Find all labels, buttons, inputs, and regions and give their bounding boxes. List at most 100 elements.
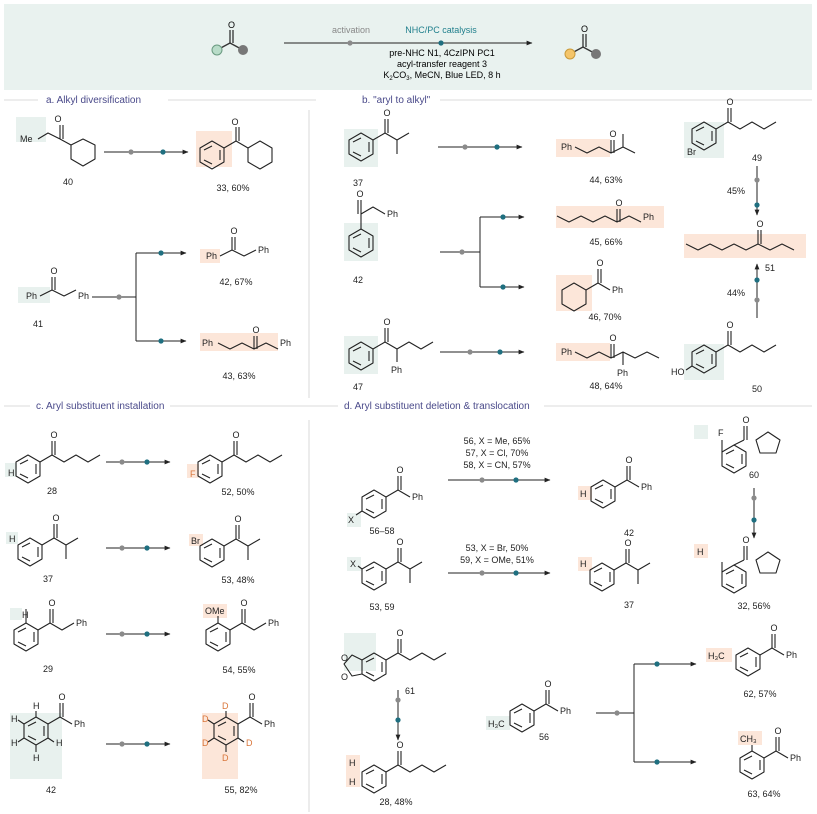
svg-text:X: X [348, 515, 354, 525]
svg-text:Ph: Ph [258, 245, 269, 255]
oxygen-label-product: O [581, 24, 588, 34]
svg-text:H₃C: H₃C [708, 651, 725, 661]
svg-text:Ph: Ph [387, 209, 398, 219]
svg-text:CH₃: CH₃ [740, 734, 757, 744]
svg-text:O: O [252, 325, 259, 335]
svg-text:Br: Br [191, 536, 200, 546]
svg-text:Me: Me [20, 134, 33, 144]
label-54: 54, 55% [222, 665, 255, 675]
label-29: 29 [43, 664, 53, 674]
section-a-title: a. Alkyl diversification [46, 95, 141, 106]
yield-44-percent: 44% [727, 288, 745, 298]
label-42a: 42, 67% [219, 277, 252, 287]
label-46: 46, 70% [588, 312, 621, 322]
yellow-group-dot [564, 48, 576, 60]
svg-text:O: O [356, 189, 363, 199]
svg-text:O: O [742, 535, 749, 545]
label-50: 50 [752, 384, 762, 394]
label-63: 63, 64% [747, 789, 780, 799]
section-c-title: c. Aryl substituent installation [36, 401, 164, 412]
svg-text:O: O [396, 537, 403, 547]
svg-text:Ph: Ph [268, 618, 279, 628]
label-37b: 37 [353, 178, 363, 188]
label-42d: 42 [624, 528, 634, 538]
svg-text:F: F [190, 469, 196, 479]
condition-line-1: pre-NHC N1, 4CzIPN PC1 [389, 48, 495, 58]
svg-text:D: D [222, 701, 229, 711]
label-37c: 37 [43, 574, 53, 584]
svg-text:O: O [615, 198, 622, 208]
svg-text:H₃C: H₃C [488, 719, 505, 729]
svg-text:O: O [396, 740, 403, 750]
label-51: 51 [765, 263, 775, 273]
svg-text:O: O [742, 415, 749, 425]
activation-label: activation [332, 25, 370, 35]
catalysis-label: NHC/PC catalysis [405, 25, 477, 35]
label-33: 33, 60% [216, 183, 249, 193]
label-32: 32, 56% [737, 601, 770, 611]
svg-text:Ph: Ph [202, 338, 213, 348]
svg-text:H: H [697, 547, 704, 557]
result-56: 56, X = Me, 65% [464, 436, 531, 446]
svg-text:O: O [341, 653, 348, 663]
svg-text:O: O [240, 598, 247, 608]
svg-text:D: D [222, 753, 229, 763]
svg-text:D: D [202, 738, 209, 748]
svg-text:H: H [9, 534, 16, 544]
label-41: 41 [33, 319, 43, 329]
label-28b: 28, 48% [379, 797, 412, 807]
svg-text:Ph: Ph [26, 291, 37, 301]
svg-text:O: O [383, 317, 390, 327]
condition-line-2: acyl-transfer reagent 3 [397, 59, 487, 69]
label-62: 62, 57% [743, 689, 776, 699]
label-56: 56 [539, 732, 549, 742]
svg-text:H: H [349, 758, 356, 768]
header-panel: O activation NHC/PC catalysis pre-NHC N1… [4, 4, 812, 90]
svg-text:O: O [396, 628, 403, 638]
svg-text:Ph: Ph [76, 618, 87, 628]
svg-text:Ph: Ph [280, 338, 291, 348]
svg-text:Ph: Ph [560, 706, 571, 716]
section-d-title: d. Aryl substituent deletion & transloca… [344, 401, 530, 412]
label-42b: 42 [353, 275, 363, 285]
condition-line-3: K2CO3, MeCN, Blue LED, 8 h [383, 70, 500, 82]
svg-text:O: O [609, 333, 616, 343]
label-45: 45, 66% [589, 237, 622, 247]
svg-text:Ph: Ph [612, 285, 623, 295]
svg-text:Ph: Ph [561, 142, 572, 152]
label-53-59: 53, 59 [369, 602, 394, 612]
svg-text:Ph: Ph [641, 482, 652, 492]
label-49: 49 [752, 153, 762, 163]
svg-text:Ph: Ph [78, 291, 89, 301]
svg-text:Ph: Ph [412, 492, 423, 502]
structure-bonds [13, 108, 795, 794]
svg-text:O: O [248, 692, 255, 702]
svg-text:O: O [54, 114, 61, 124]
label-44: 44, 63% [589, 175, 622, 185]
svg-text:O: O [774, 726, 781, 736]
svg-text:H: H [349, 777, 356, 787]
atom-labels: O Me O Ph Ph O Ph Ph O Ph Ph O O Ph O O … [8, 97, 801, 787]
svg-text:O: O [544, 679, 551, 689]
svg-text:O: O [596, 258, 603, 268]
svg-text:H: H [33, 753, 40, 763]
svg-text:O: O [624, 538, 631, 548]
svg-text:D: D [246, 738, 253, 748]
svg-text:O: O [396, 465, 403, 475]
svg-text:O: O [232, 430, 239, 440]
label-40: 40 [63, 177, 73, 187]
svg-text:Br: Br [687, 147, 696, 157]
svg-text:O: O [50, 430, 57, 440]
svg-text:O: O [770, 623, 777, 633]
result-53: 53, X = Br, 50% [466, 543, 529, 553]
svg-text:H: H [11, 714, 18, 724]
svg-text:H: H [22, 610, 29, 620]
svg-text:O: O [609, 129, 616, 139]
svg-text:O: O [58, 692, 65, 702]
label-48: 48, 64% [589, 381, 622, 391]
svg-text:Ph: Ph [643, 212, 654, 222]
label-52: 52, 50% [221, 487, 254, 497]
yield-45-percent: 45% [727, 186, 745, 196]
svg-text:Ph: Ph [264, 719, 275, 729]
